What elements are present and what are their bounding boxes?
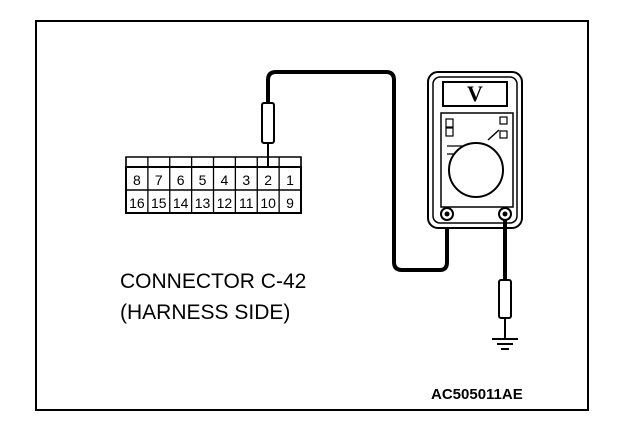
connector-side-label: (HARNESS SIDE): [120, 301, 291, 324]
bottom-row-pin-11: 11: [239, 195, 254, 211]
bottom-row-pin-12: 12: [217, 195, 233, 211]
bottom-row-pin-14: 14: [173, 195, 189, 211]
bottom-row-pin-13: 13: [195, 195, 211, 211]
figure-code: AC505011AE: [431, 386, 523, 403]
top-row-pin-8: 8: [133, 172, 141, 188]
top-row-pin-7: 7: [155, 172, 163, 188]
connector-ribs: [125, 157, 302, 167]
ground-icon: [492, 338, 518, 350]
figure-frame: [35, 20, 589, 411]
top-row-pin-2: 2: [264, 172, 272, 188]
bottom-row-pin-16: 16: [129, 195, 145, 211]
meter-dial: [448, 142, 504, 198]
bottom-row-pin-15: 15: [151, 195, 167, 211]
voltmeter-icon: V: [427, 71, 523, 229]
test-lead-wire: [266, 70, 449, 272]
meter-display: [442, 81, 508, 107]
bottom-row-pin-9: 9: [286, 195, 294, 211]
bottom-row-pin-10: 10: [260, 195, 276, 211]
top-row-pin-6: 6: [177, 172, 185, 188]
pin-dividers: [147, 167, 280, 213]
top-row-pin-3: 3: [242, 172, 250, 188]
connector-name-label: CONNECTOR C-42: [120, 270, 307, 293]
top-row-pin-1: 1: [286, 172, 294, 188]
top-row-pin-4: 4: [221, 172, 229, 188]
top-row-pin-5: 5: [199, 172, 207, 188]
meter-case-inner: [432, 76, 518, 224]
ground-probe-icon: [498, 279, 512, 338]
meter-display-text: V: [467, 81, 483, 106]
pins-bottom-row: 16 15 14 13 12 11 10 9: [129, 195, 294, 211]
